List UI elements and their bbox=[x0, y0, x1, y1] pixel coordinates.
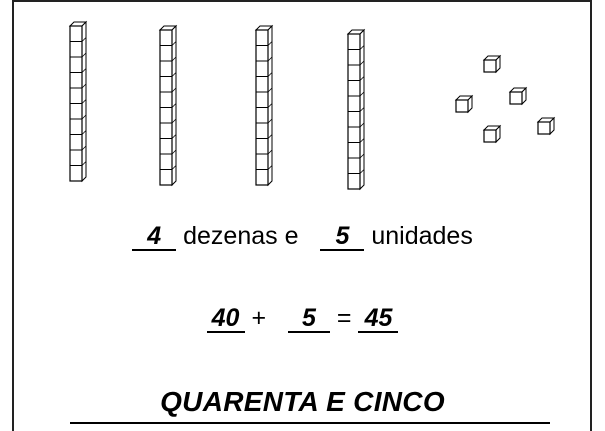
unit-cube bbox=[482, 124, 502, 144]
result-blank: 45 bbox=[358, 305, 399, 334]
units-label: unidades bbox=[371, 222, 473, 250]
ten-rods bbox=[68, 20, 366, 191]
bottom-rule bbox=[70, 422, 550, 424]
unit-cube bbox=[454, 94, 474, 114]
ten-rod bbox=[68, 20, 88, 183]
worksheet-frame bbox=[12, 0, 592, 431]
units-blank: 5 bbox=[320, 223, 365, 252]
plus-sign: + bbox=[251, 304, 267, 332]
equals-sign: = bbox=[336, 304, 352, 332]
tens-blank: 4 bbox=[132, 223, 177, 252]
term2-blank: 5 bbox=[287, 305, 330, 334]
unit-cubes bbox=[454, 54, 556, 144]
ten-rod bbox=[346, 28, 366, 191]
tens-label: dezenas e bbox=[183, 222, 299, 250]
term1-blank: 40 bbox=[206, 305, 245, 334]
number-in-words: QUARENTA E CINCO bbox=[160, 386, 445, 417]
unit-cube bbox=[536, 116, 556, 136]
addition-equation: 40 + 5 = 45 bbox=[0, 304, 605, 334]
unit-cube bbox=[482, 54, 502, 74]
place-value-sentence: 4 dezenas e 5 unidades bbox=[0, 222, 605, 252]
ten-rod bbox=[254, 24, 274, 187]
ten-rod bbox=[158, 24, 178, 187]
unit-cube bbox=[508, 86, 528, 106]
base-ten-blocks bbox=[68, 20, 556, 191]
